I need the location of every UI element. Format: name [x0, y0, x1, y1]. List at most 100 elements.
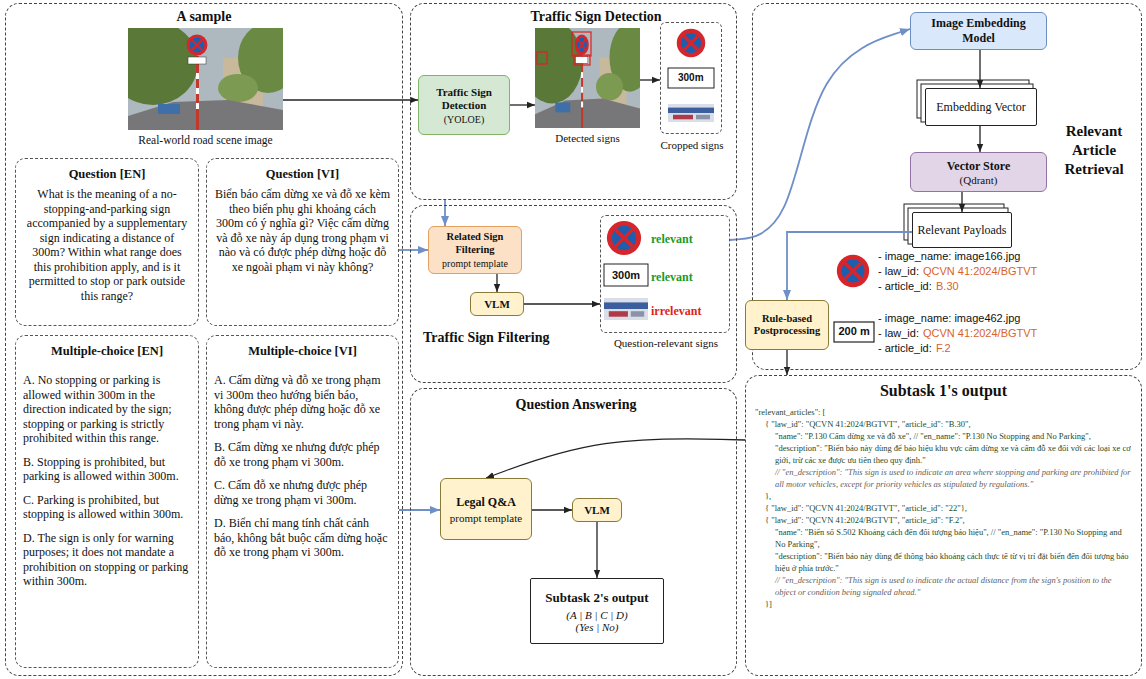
node-label: What is the meaning of a no-stopping-and…: [23, 187, 191, 303]
vlm-box: VLM: [470, 292, 524, 316]
node-label: C. Cấm đỗ xe nhưng được phép dừng xe tro…: [214, 478, 391, 507]
crops-box: Cropped signs: [660, 22, 722, 134]
node-label: prompt template: [450, 512, 522, 524]
choices-box: Multiple-choice [EN] A. No stopping or pa…: [15, 335, 199, 668]
cropped-banner: [668, 104, 714, 122]
detection-box: [572, 32, 591, 56]
code-line: // "en_description": "This sign is used …: [775, 574, 1132, 598]
node-label: VLM: [584, 504, 610, 516]
node-label: Question [EN]: [23, 167, 191, 182]
plate-text: 200 m: [839, 325, 870, 338]
node-label: B. Cấm dừng xe nhưng được phép đỗ xe tro…: [214, 440, 391, 469]
node-label: Biển báo cấm dừng xe và đỗ xe kèm theo b…: [214, 187, 391, 274]
node-label: Vector Store: [947, 159, 1010, 174]
plate-text: 300m: [678, 72, 704, 84]
code-line: "name": "P.130 Cấm dừng xe và đỗ xe", //…: [775, 430, 1132, 442]
payload-plate: [834, 322, 874, 342]
payload-sign: [837, 255, 869, 287]
node-label: Real-world road scene image: [98, 134, 313, 146]
detection-box: [574, 55, 590, 65]
connector-arrow: [787, 232, 912, 300]
node-label: D. The sign is only for warning purposes…: [23, 531, 191, 589]
node-label: Detected signs: [523, 132, 652, 144]
code-line: "description": "Biển báo này dùng để thô…: [775, 550, 1132, 574]
node-label: (YOLOE): [444, 114, 485, 125]
relevant-plate: [604, 264, 648, 286]
connector-arrow: [399, 509, 440, 511]
detected-photo: [521, 21, 650, 128]
vector-box: Embedding Vector: [925, 88, 1037, 126]
node-label: A sample: [6, 9, 402, 25]
node-label: Multiple-choice [EN]: [23, 344, 191, 359]
cropped-plate: [668, 68, 714, 88]
connector-arrow: [496, 274, 497, 292]
question-box: Question [EN] What is the meaning of a no…: [15, 158, 199, 326]
model-box: Image Embedding Model: [910, 12, 1047, 50]
cropped-sign: [677, 29, 706, 58]
payload-field: QCVN 41:2024/BGTVT: [923, 327, 1037, 340]
code-line: { "law_id": "QCVN 41:2024/BGTVT", "artic…: [765, 418, 1132, 430]
payload-field: B.30: [936, 280, 959, 293]
node-label: (A | B | C | D): [566, 609, 627, 621]
node-label: Subtask 1's output: [755, 382, 1132, 400]
code-line: "name": "Biển số S.502 Khoảng cách đến đ…: [775, 526, 1132, 550]
stage-panel: Question AnsweringLegal Q&Aprompt templa…: [410, 388, 737, 676]
payload-field: - article_id:: [878, 342, 932, 355]
node-label: Relevant Payloads: [918, 223, 1007, 237]
node-label: Subtask 2's output: [545, 590, 648, 606]
node-label: A. Cấm dừng và đỗ xe trong phạm vi 300m …: [214, 373, 391, 431]
choices-box: Multiple-choice [VI] A. Cấm dừng và đỗ xe…: [206, 335, 399, 668]
output-box: Subtask 2's output (A | B | C | D)(Yes | …: [530, 578, 664, 644]
connector-arrow: [979, 126, 980, 152]
postprocess-box: Rule-based Postprocessing: [745, 300, 829, 350]
node-label: relevant: [651, 232, 727, 247]
node-label: D. Biển chỉ mang tính chất cảnh báo, khô…: [214, 516, 391, 560]
code-line: // "en_description": "This sign is used …: [775, 466, 1132, 490]
node-label: Rule-based Postprocessing: [750, 313, 824, 338]
detection-box: [537, 52, 547, 64]
payload-field: - law_id:: [878, 265, 919, 278]
prompt-box: Related Sign Filteringprompt template: [428, 226, 522, 274]
node-label: (Yes | No): [576, 621, 619, 633]
code-line: },: [765, 490, 1132, 502]
code-line: { "law_id": "QCVN 41:2024/BGTVT", "artic…: [765, 502, 1132, 514]
payload-box: Relevant Payloads: [912, 212, 1012, 248]
payload-field: - image_name: image462.jpg: [878, 312, 1020, 325]
connector-arrow: [979, 50, 980, 88]
connector-arrow: [283, 99, 418, 100]
detector-box: Traffic Sign Detection (YOLOE): [418, 75, 510, 135]
relevant-signs-box: relevantrelevantirrelevantQuestion-relev…: [600, 215, 730, 333]
node-label: Related Sign Filtering: [433, 231, 517, 256]
node-label: B. Stopping is prohibited, but parking i…: [23, 455, 191, 484]
connector-arrow: [786, 350, 787, 375]
code-line: "relevant_articles": [: [755, 406, 1132, 418]
payload-field: F.2: [936, 342, 951, 355]
stage-panel: Traffic Sign FilteringRelated Sign Filte…: [410, 205, 737, 383]
code-line: "description": "Biển báo này dùng để báo…: [775, 442, 1132, 466]
node-label: Relevant Article Retrieval: [1049, 122, 1139, 179]
node-label: (Qdrant): [960, 174, 998, 186]
scene-image: Real-world road scene image: [128, 28, 283, 130]
output-panel: Subtask 1's output "relevant_articles": […: [745, 375, 1142, 676]
detected-image: Detected signs: [535, 28, 640, 128]
vlm-box: VLM: [572, 498, 622, 522]
connector-arrow: [961, 192, 962, 212]
node-label: irrelevant: [651, 304, 727, 319]
node-label: Multiple-choice [VI]: [214, 344, 391, 359]
relevant-sign: [607, 221, 641, 255]
node-label: VLM: [484, 298, 510, 310]
node-label: A. No stopping or parking is allowed wit…: [23, 373, 191, 446]
code-line: { "law_id": "QCVN 41:2024/BGTVT", "artic…: [765, 514, 1132, 526]
connector-arrow: [486, 439, 745, 478]
store-box: Vector Store(Qdrant): [910, 152, 1047, 192]
payload-field: - law_id:: [878, 327, 919, 340]
node-label: Question-relevant signs: [591, 337, 741, 349]
node-label: Question Answering: [481, 397, 671, 413]
connector-arrow: [444, 200, 446, 226]
node-label: Image Embedding Model: [915, 16, 1042, 46]
node-label: Traffic Sign Detection: [423, 86, 505, 112]
sample-panel: A sampleReal-world road scene imageQuest…: [5, 3, 403, 676]
code-line: }]: [765, 598, 1132, 610]
